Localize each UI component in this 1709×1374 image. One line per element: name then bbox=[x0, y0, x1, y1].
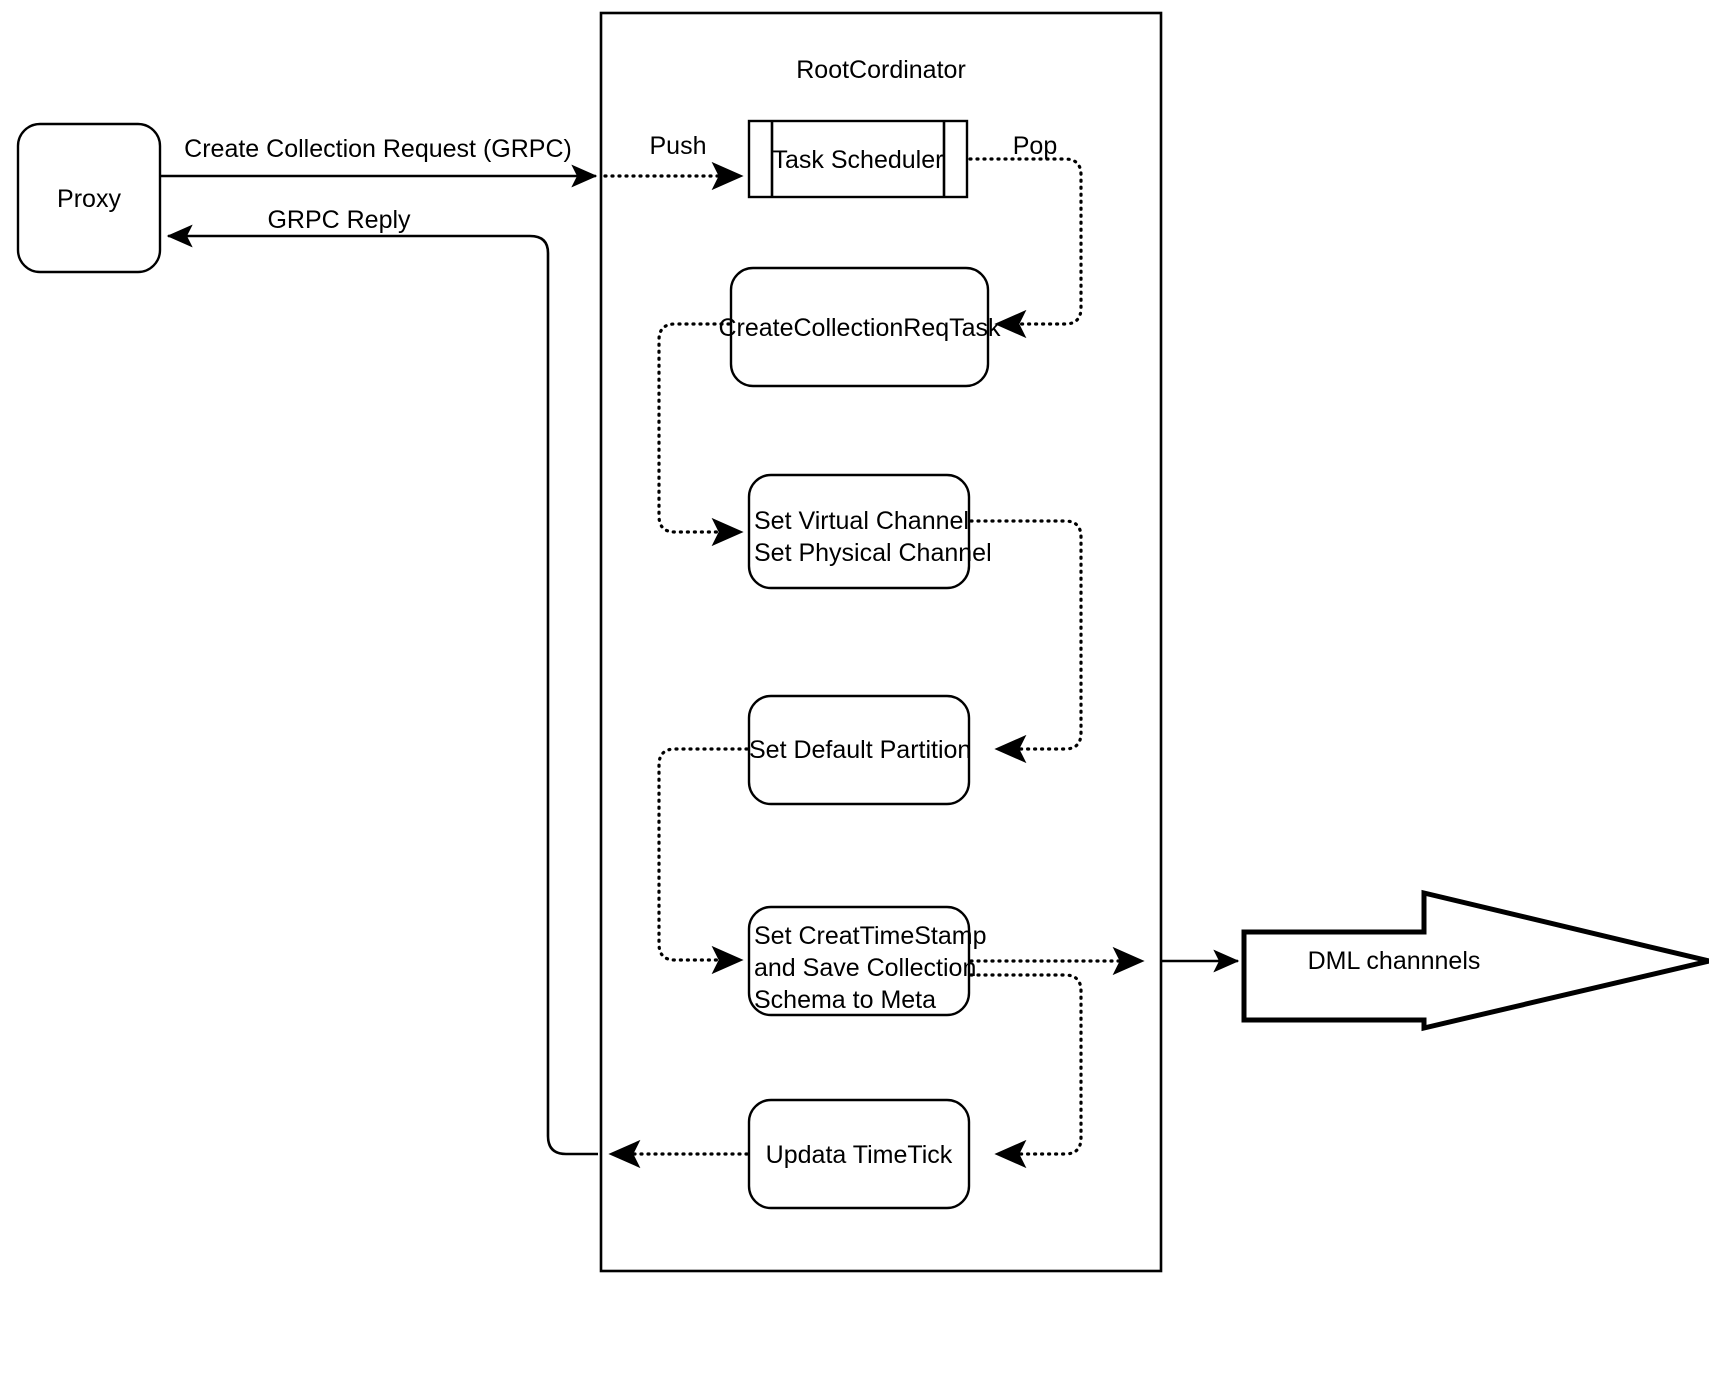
set-timestamp-line-1: Set CreatTimeStamp bbox=[754, 922, 987, 950]
edge-label-create-collection-request: Create Collection Request (GRPC) bbox=[184, 135, 572, 163]
node-proxy-label: Proxy bbox=[57, 185, 121, 213]
edge-label-pop: Pop bbox=[1012, 132, 1058, 160]
node-dml-channels-label: DML channnels bbox=[1307, 947, 1481, 975]
node-task-scheduler[interactable] bbox=[747, 119, 969, 199]
edge-label-grpc-reply: GRPC Reply bbox=[267, 206, 411, 234]
set-channels-line-1: Set Virtual Channel bbox=[754, 507, 969, 535]
node-proxy[interactable] bbox=[16, 122, 162, 274]
node-set-create-timestamp[interactable] bbox=[747, 905, 971, 1017]
node-task-scheduler-label: Task Scheduler bbox=[772, 146, 944, 174]
edge-set-channels-to-default-partition bbox=[969, 519, 1083, 764]
set-channels-line-2: Set Physical Channel bbox=[754, 539, 992, 567]
node-set-default-partition-label: Set Default Partition bbox=[749, 736, 972, 764]
node-create-collection-req-task-label: CreateCollectionReqTask bbox=[718, 314, 1001, 342]
edge-default-partition-to-timestamp bbox=[657, 747, 749, 975]
node-update-timetick[interactable] bbox=[747, 1098, 971, 1210]
node-create-collection-req-task[interactable] bbox=[729, 266, 990, 388]
edge-task-to-set-channels bbox=[657, 322, 744, 547]
edge-timestamp-to-timetick bbox=[969, 973, 1083, 1169]
edge-pop bbox=[968, 157, 1083, 339]
set-timestamp-line-2: and Save Collection bbox=[754, 954, 977, 982]
rootcordinator-container bbox=[599, 11, 1163, 1273]
node-update-timetick-label: Updata TimeTick bbox=[765, 1141, 953, 1169]
node-set-default-partition[interactable] bbox=[747, 694, 971, 806]
edge-grpc-reply bbox=[166, 224, 598, 1156]
edge-label-push: Push bbox=[649, 132, 707, 160]
node-set-channels[interactable] bbox=[747, 473, 971, 590]
node-dml-channels[interactable] bbox=[1241, 889, 1709, 1032]
rootcordinator-label: RootCordinator bbox=[796, 56, 966, 84]
set-timestamp-line-3: Schema to Meta bbox=[754, 986, 937, 1014]
